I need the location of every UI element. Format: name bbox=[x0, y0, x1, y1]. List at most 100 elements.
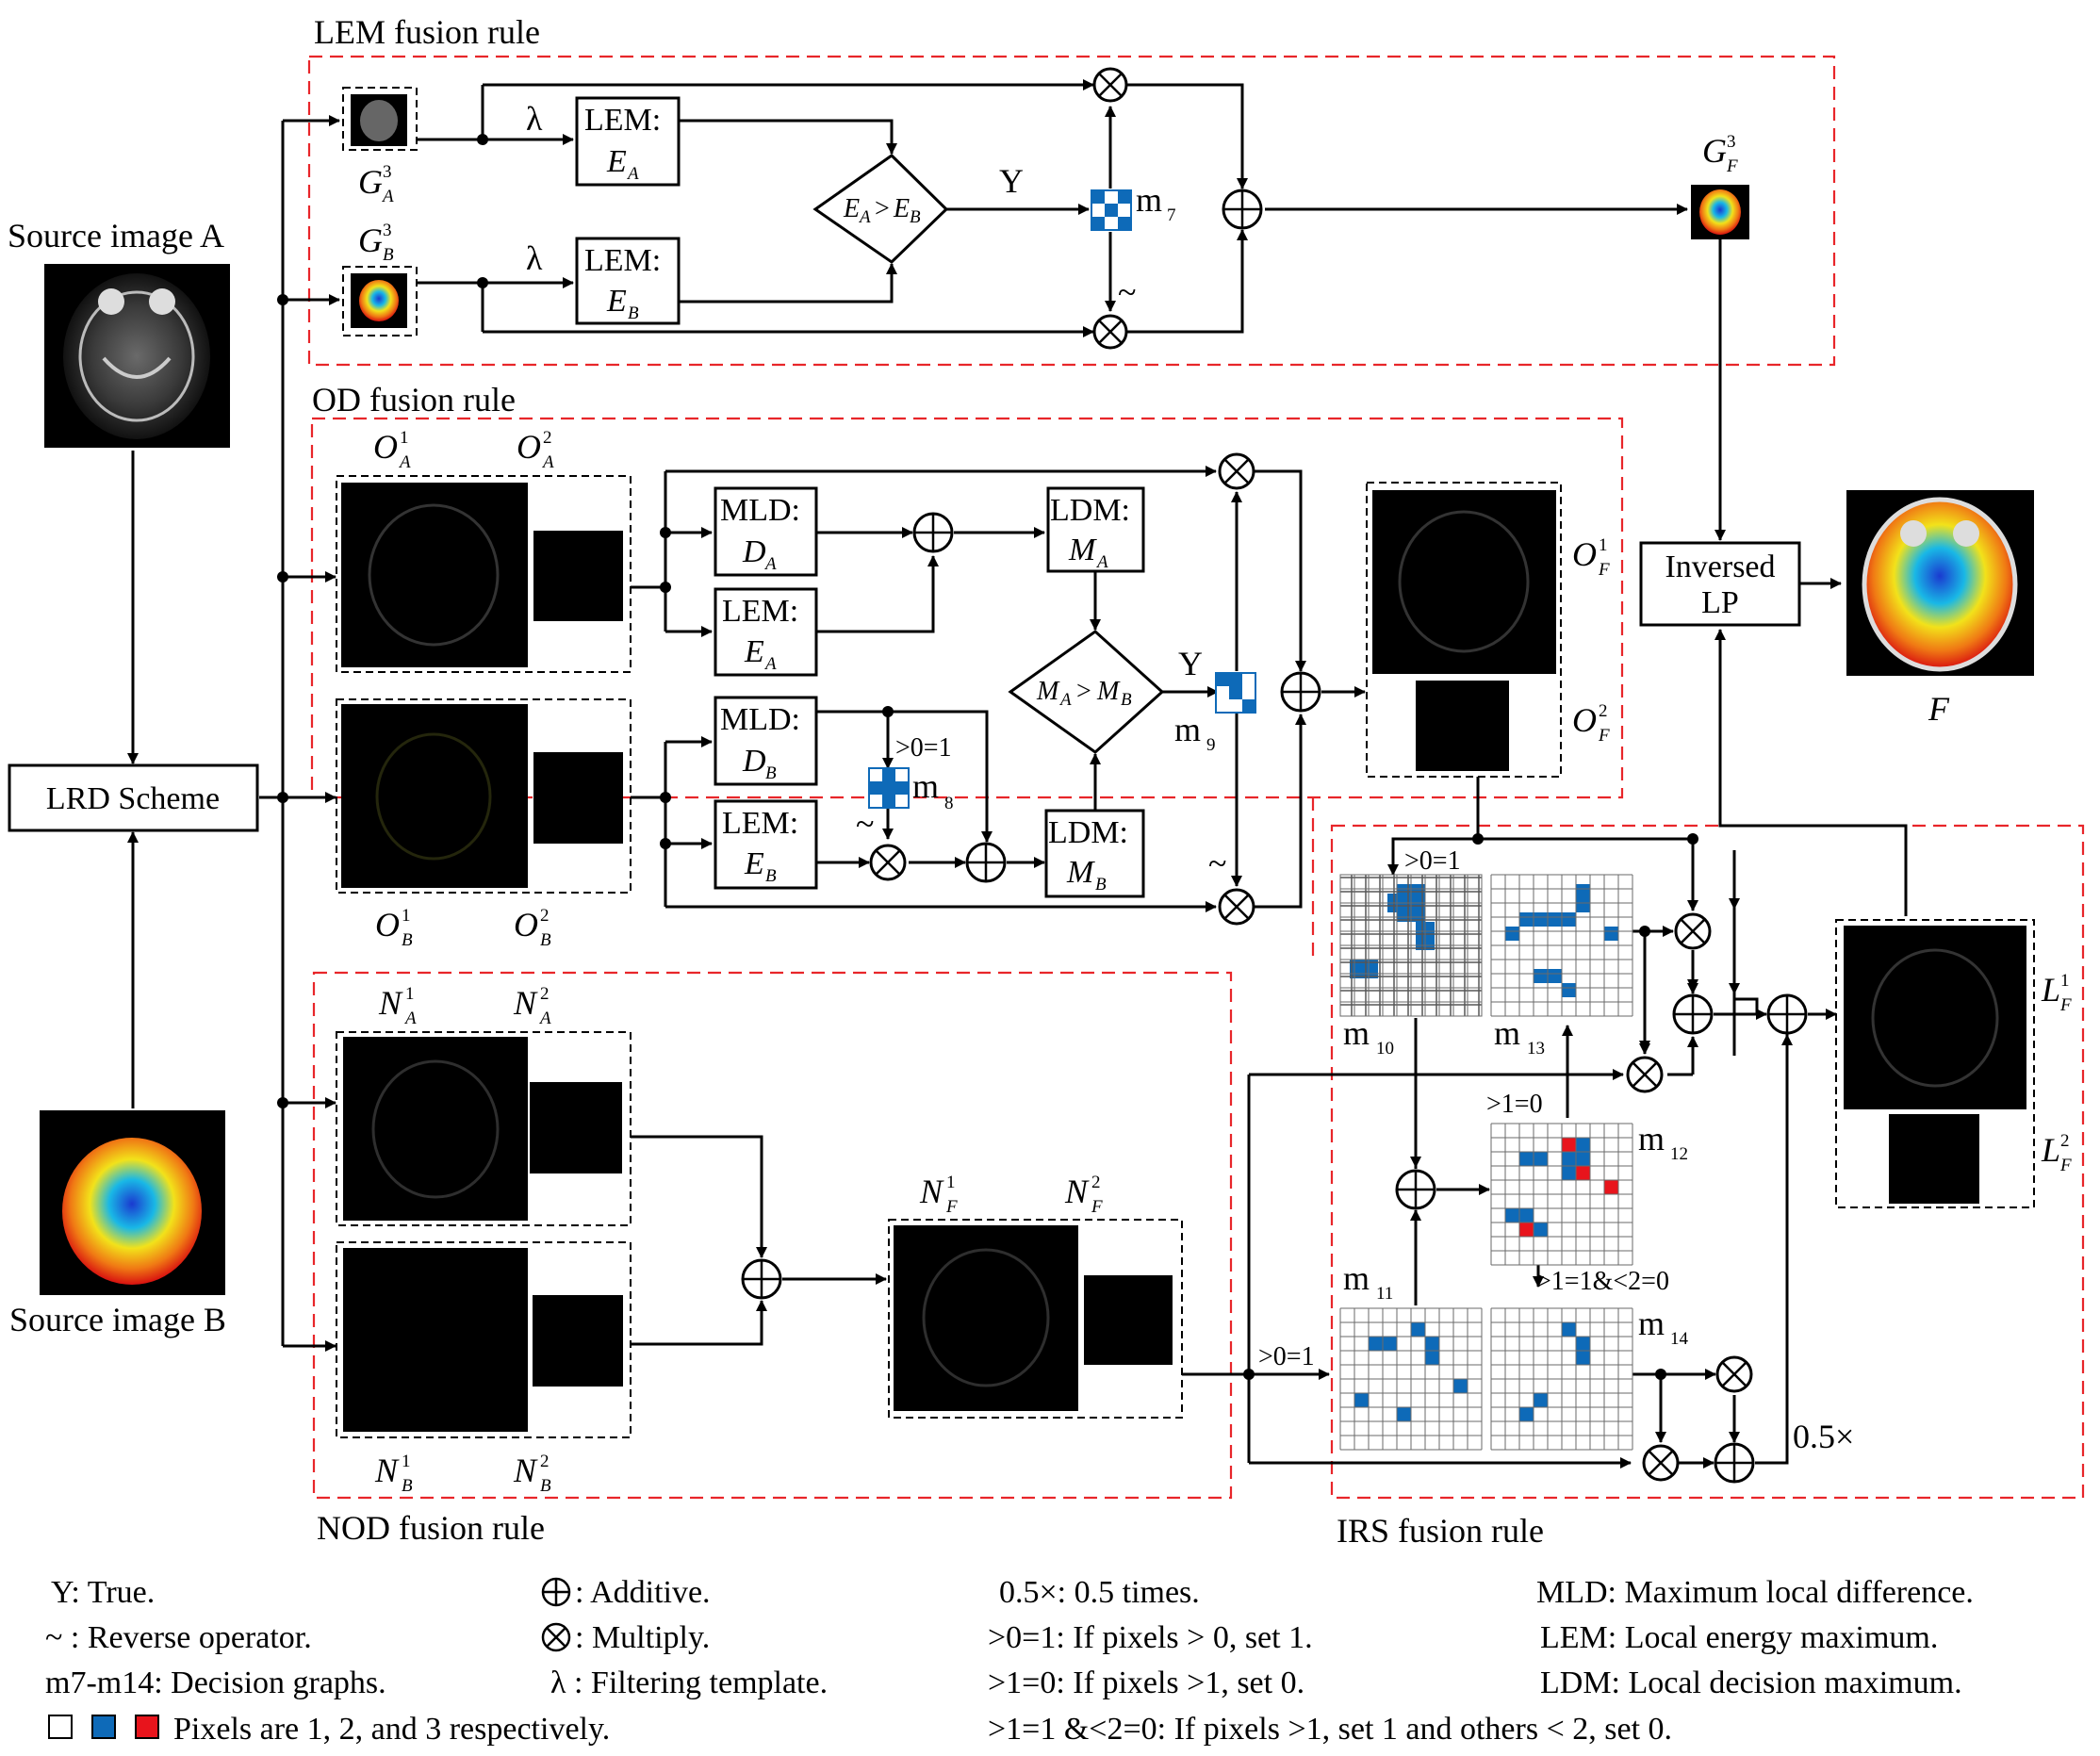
lem-title: LEM fusion rule bbox=[314, 13, 540, 51]
svg-text:E: E bbox=[744, 846, 764, 881]
output-label: F bbox=[1928, 690, 1950, 728]
n1a-thumb bbox=[343, 1037, 528, 1221]
svg-text:A: A bbox=[541, 452, 554, 472]
n1b-thumb bbox=[343, 1248, 528, 1432]
m7-icon bbox=[1091, 189, 1132, 231]
legend-ldm: LDM: Local decision maximum. bbox=[1540, 1666, 1962, 1700]
ldm-mb-block bbox=[1044, 809, 1145, 898]
legend-half: 0.5×: 0.5 times. bbox=[999, 1575, 1200, 1610]
svg-text:O: O bbox=[517, 428, 541, 466]
svg-text:3: 3 bbox=[1727, 132, 1736, 152]
svg-text:A: A bbox=[538, 1009, 551, 1028]
svg-text:F: F bbox=[945, 1197, 958, 1217]
svg-text:1: 1 bbox=[1599, 535, 1608, 555]
lrd-scheme-block bbox=[8, 763, 259, 832]
legend-mld: MLD: Maximum local difference. bbox=[1536, 1575, 1974, 1610]
svg-text:>: > bbox=[875, 194, 890, 223]
fused-image-f bbox=[1846, 490, 2034, 676]
svg-text:A: A bbox=[858, 207, 871, 227]
gt1lt2-irs: >1=1&<2=0 bbox=[1536, 1267, 1669, 1296]
svg-text:A: A bbox=[398, 452, 411, 472]
legend-m: m7-m14: Decision graphs. bbox=[45, 1666, 386, 1700]
svg-text:12: 12 bbox=[1670, 1144, 1688, 1164]
svg-text:2: 2 bbox=[543, 428, 552, 448]
m9-icon bbox=[1215, 672, 1256, 714]
svg-text:A: A bbox=[626, 164, 639, 184]
svg-text:B: B bbox=[765, 763, 777, 783]
source-image-b bbox=[40, 1110, 225, 1295]
lem-eb-od-block bbox=[714, 799, 818, 890]
irs-title: IRS fusion rule bbox=[1337, 1512, 1544, 1550]
svg-text:m: m bbox=[1638, 1120, 1665, 1157]
svg-text:E: E bbox=[744, 634, 764, 669]
svg-text:F: F bbox=[2059, 1156, 2072, 1175]
svg-text:G: G bbox=[358, 222, 383, 259]
svg-text:B: B bbox=[628, 304, 639, 323]
tilde-m8: ~ bbox=[856, 805, 874, 843]
ldm-ma-title: LDM: bbox=[1050, 493, 1130, 528]
compare-ea-eb bbox=[812, 154, 949, 264]
mld-db-title: MLD: bbox=[720, 702, 800, 737]
legend-gt1: >1=0: If pixels >1, set 0. bbox=[988, 1666, 1304, 1700]
lambda-b: λ bbox=[526, 239, 543, 277]
lem-eb-title: LEM: bbox=[584, 243, 661, 278]
lem-eb-block bbox=[575, 237, 681, 325]
svg-text:E: E bbox=[843, 194, 860, 223]
svg-text:M: M bbox=[1066, 855, 1095, 890]
svg-text:1: 1 bbox=[946, 1173, 956, 1192]
svg-text:A: A bbox=[1058, 690, 1072, 710]
lem-ea-title: LEM: bbox=[584, 103, 661, 138]
lrd-scheme-label: LRD Scheme bbox=[46, 781, 220, 816]
nod-region bbox=[312, 971, 1233, 1500]
gt0-irs-a: >0=1 bbox=[1404, 846, 1461, 876]
gt0-od: >0=1 bbox=[895, 733, 952, 763]
tilde-lem: ~ bbox=[1118, 273, 1136, 311]
lambda-a: λ bbox=[526, 100, 543, 138]
svg-text:14: 14 bbox=[1670, 1329, 1689, 1349]
inversed-lp-block bbox=[1639, 541, 1801, 627]
svg-text:L: L bbox=[2041, 1131, 2060, 1169]
n1f-thumb bbox=[894, 1225, 1078, 1411]
legend-gt1lt2: >1=1 &<2=0: If pixels >1, set 1 and othe… bbox=[988, 1712, 1672, 1747]
irs-region bbox=[1330, 824, 2085, 1500]
svg-text:10: 10 bbox=[1376, 1039, 1394, 1059]
svg-text:9: 9 bbox=[1206, 735, 1216, 755]
legend-tilde: ~ : Reverse operator. bbox=[45, 1620, 312, 1655]
svg-text:3: 3 bbox=[383, 221, 392, 240]
lem-region bbox=[307, 55, 1836, 367]
svg-text:>: > bbox=[1076, 677, 1091, 706]
svg-text:11: 11 bbox=[1376, 1284, 1393, 1304]
source-b-label: Source image B bbox=[9, 1301, 226, 1338]
svg-text:A: A bbox=[381, 187, 394, 206]
legend-lambda: λ : Filtering template. bbox=[550, 1666, 828, 1700]
svg-text:L: L bbox=[2041, 971, 2060, 1009]
svg-text:7: 7 bbox=[1167, 205, 1176, 225]
svg-text:A: A bbox=[763, 554, 777, 574]
svg-text:B: B bbox=[765, 866, 777, 886]
legend-add: : Additive. bbox=[575, 1575, 711, 1610]
o1b-thumb bbox=[341, 704, 528, 888]
svg-text:m: m bbox=[1343, 1259, 1370, 1297]
m8-icon bbox=[868, 767, 910, 809]
svg-text:E: E bbox=[606, 284, 627, 319]
svg-text:B: B bbox=[402, 930, 413, 950]
lem-ea-od-title: LEM: bbox=[722, 594, 798, 629]
legend-pixels: Pixels are 1, 2, and 3 respectively. bbox=[173, 1712, 610, 1747]
gt0-irs-b: >0=1 bbox=[1258, 1342, 1315, 1371]
svg-text:3: 3 bbox=[383, 162, 392, 182]
svg-text:N: N bbox=[513, 984, 538, 1022]
svg-text:13: 13 bbox=[1527, 1039, 1545, 1059]
svg-text:N: N bbox=[513, 1452, 538, 1489]
svg-text:E: E bbox=[893, 194, 910, 223]
legend: Y: True. ~ : Reverse operator. m7-m14: D… bbox=[45, 1575, 1974, 1747]
svg-text:N: N bbox=[919, 1173, 944, 1210]
n2a-thumb bbox=[530, 1082, 622, 1173]
svg-text:B: B bbox=[540, 1476, 551, 1496]
o1f-thumb bbox=[1372, 490, 1556, 674]
legend-y: Y: True. bbox=[51, 1575, 155, 1610]
svg-text:1: 1 bbox=[400, 428, 409, 448]
svg-text:O: O bbox=[373, 428, 398, 466]
svg-text:M: M bbox=[1096, 677, 1121, 706]
mld-da-title: MLD: bbox=[720, 493, 800, 528]
